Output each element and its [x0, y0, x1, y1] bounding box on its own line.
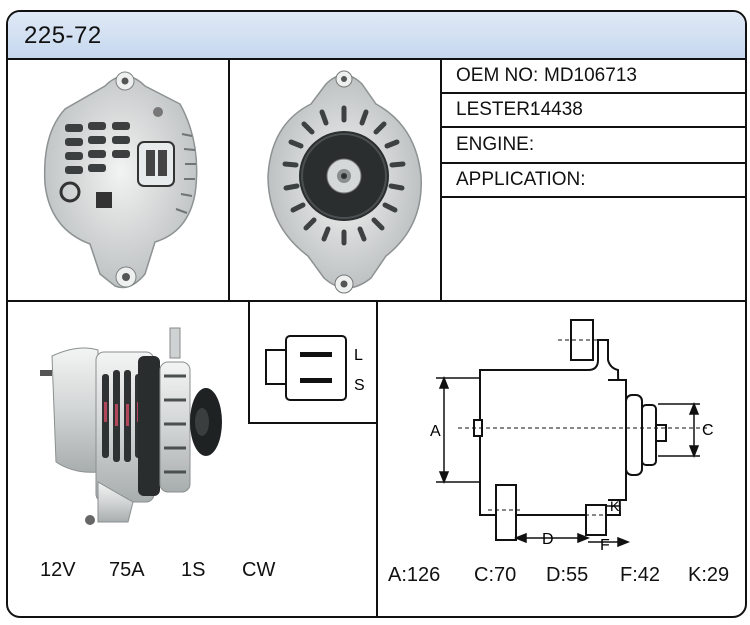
divider [442, 196, 745, 198]
divider [442, 162, 745, 164]
dim-k-label: K [610, 498, 620, 514]
connector-diagram: L S [265, 335, 365, 401]
dimension-k-value: K:29 [688, 564, 730, 586]
lester-label: LESTER: [456, 99, 536, 120]
oem-value: MD106713 [544, 65, 637, 86]
pin-s-label: S [354, 377, 365, 394]
dim-a-label: A [430, 423, 441, 440]
dim-c-label: C [702, 422, 714, 439]
engine-row: ENGINE: [444, 128, 745, 162]
dim-f-label: F [600, 537, 610, 550]
title-bar: 225-72 [8, 12, 745, 60]
dimension-a-value: A:126 [388, 564, 441, 586]
divider [228, 58, 230, 300]
dimension-f-value: F:42 [620, 564, 661, 586]
divider [248, 422, 378, 424]
lester-value: 14438 [530, 99, 583, 120]
spec-sheet: 225-72 OEM NO: MD106713 LESTER: 14438 EN… [6, 10, 747, 618]
dimension-d-value: D:55 [546, 564, 589, 586]
dimension-c-value: C:70 [474, 564, 517, 586]
part-number-title: 225-72 [24, 22, 102, 49]
application-label: APPLICATION: [456, 169, 586, 190]
dim-d-label: D [542, 531, 554, 548]
divider [442, 126, 745, 128]
lester-row: LESTER: 14438 [444, 93, 745, 127]
application-row: APPLICATION: [444, 163, 745, 197]
alternator-side-view-image [40, 327, 222, 525]
divider [442, 92, 745, 94]
alternator-front-view-image [267, 70, 422, 294]
divider [376, 300, 378, 616]
divider [440, 58, 442, 300]
spec-voltage: 12V [40, 559, 76, 581]
spec-rotation: CW [242, 559, 276, 581]
dimension-drawing: A C D F K [430, 319, 714, 550]
oem-label: OEM NO: [456, 65, 539, 86]
pin-l-label: L [354, 347, 363, 364]
engine-label: ENGINE: [456, 134, 535, 155]
spec-amperage: 75A [109, 559, 145, 581]
oem-row: OEM NO: MD106713 [444, 59, 745, 93]
spec-terminal: 1S [181, 559, 206, 581]
divider [248, 300, 250, 422]
alternator-rear-view-image [43, 71, 198, 289]
